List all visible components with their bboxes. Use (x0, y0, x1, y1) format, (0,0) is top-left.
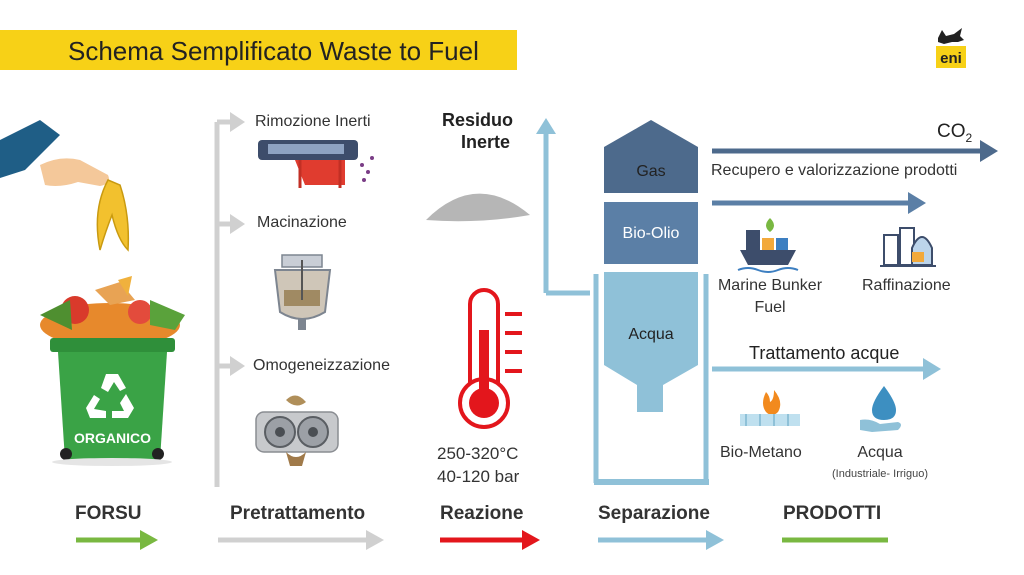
refining-label: Raffinazione (862, 277, 951, 294)
logo-text: eni (940, 50, 962, 67)
step-arrow-pretrattamento (218, 530, 384, 550)
water-arrow (712, 358, 941, 380)
co2-subscript: 2 (965, 130, 973, 145)
recovery-label: Recupero e valorizzazione prodotti (711, 162, 958, 179)
pretreatment-item-omogeneizzazione: Omogeneizzazione (253, 357, 390, 374)
residue-label-line2: Inerte (461, 132, 511, 152)
water-product-label: Acqua (857, 444, 903, 461)
pretreatment-item-rimozione: Rimozione Inerti (255, 113, 371, 130)
biomethane-label: Bio-Metano (720, 444, 802, 461)
co2-label: CO2 (937, 121, 972, 145)
co2-arrow (712, 140, 998, 162)
grinder-icon (273, 254, 332, 330)
food-waste-icon (40, 276, 185, 347)
water-treatment-label: Trattamento acque (749, 343, 900, 363)
homogenizer-icon (255, 395, 339, 466)
residue-return-arrow (536, 118, 590, 296)
conveyor-belt-icon (258, 140, 374, 188)
silo-gas-label: Gas (636, 163, 666, 180)
recycle-icon (86, 374, 134, 418)
step-separazione: Separazione (598, 503, 710, 524)
flame-icon (740, 390, 800, 426)
step-reazione: Reazione (440, 503, 524, 524)
pretreatment-bracket (214, 112, 245, 487)
ship-icon (737, 218, 799, 273)
eni-logo: eni (932, 24, 970, 70)
step-arrow-separazione (598, 530, 724, 550)
water-note-label: (Industriale- Irriguo) (832, 468, 928, 480)
silo-bio-oil-label: Bio-Olio (622, 225, 680, 242)
marine-label-line2: Fuel (754, 299, 786, 316)
temperature-label: 250-320°C (437, 444, 519, 463)
refinery-icon (880, 227, 936, 267)
title-bar (0, 30, 517, 70)
step-forsu: FORSU (75, 503, 142, 524)
residue-label-line1: Residuo (442, 110, 514, 130)
co2-text: CO (937, 121, 966, 142)
step-arrow-reazione (440, 530, 540, 550)
separator-silo (593, 120, 709, 485)
bio-oil-arrow (712, 192, 926, 214)
residue-pile-icon (426, 193, 530, 222)
pretreatment-item-macinazione: Macinazione (257, 214, 347, 231)
pressure-label: 40-120 bar (437, 467, 520, 486)
thermometer-icon (458, 288, 522, 429)
bin-label: ORGANICO (74, 430, 151, 446)
step-arrow-forsu (76, 530, 158, 550)
marine-label-line1: Marine Bunker (717, 277, 823, 294)
silo-water-label: Acqua (628, 326, 674, 343)
dog-logo-icon (936, 28, 966, 68)
step-pretrattamento: Pretrattamento (230, 503, 366, 524)
banana-peel-icon (96, 179, 130, 252)
organic-bin-icon (50, 338, 175, 466)
page-title: Schema Semplificato Waste to Fuel (68, 36, 479, 66)
hand-icon (0, 120, 109, 186)
step-prodotti: PRODOTTI (783, 503, 882, 524)
water-drop-icon (860, 386, 901, 432)
